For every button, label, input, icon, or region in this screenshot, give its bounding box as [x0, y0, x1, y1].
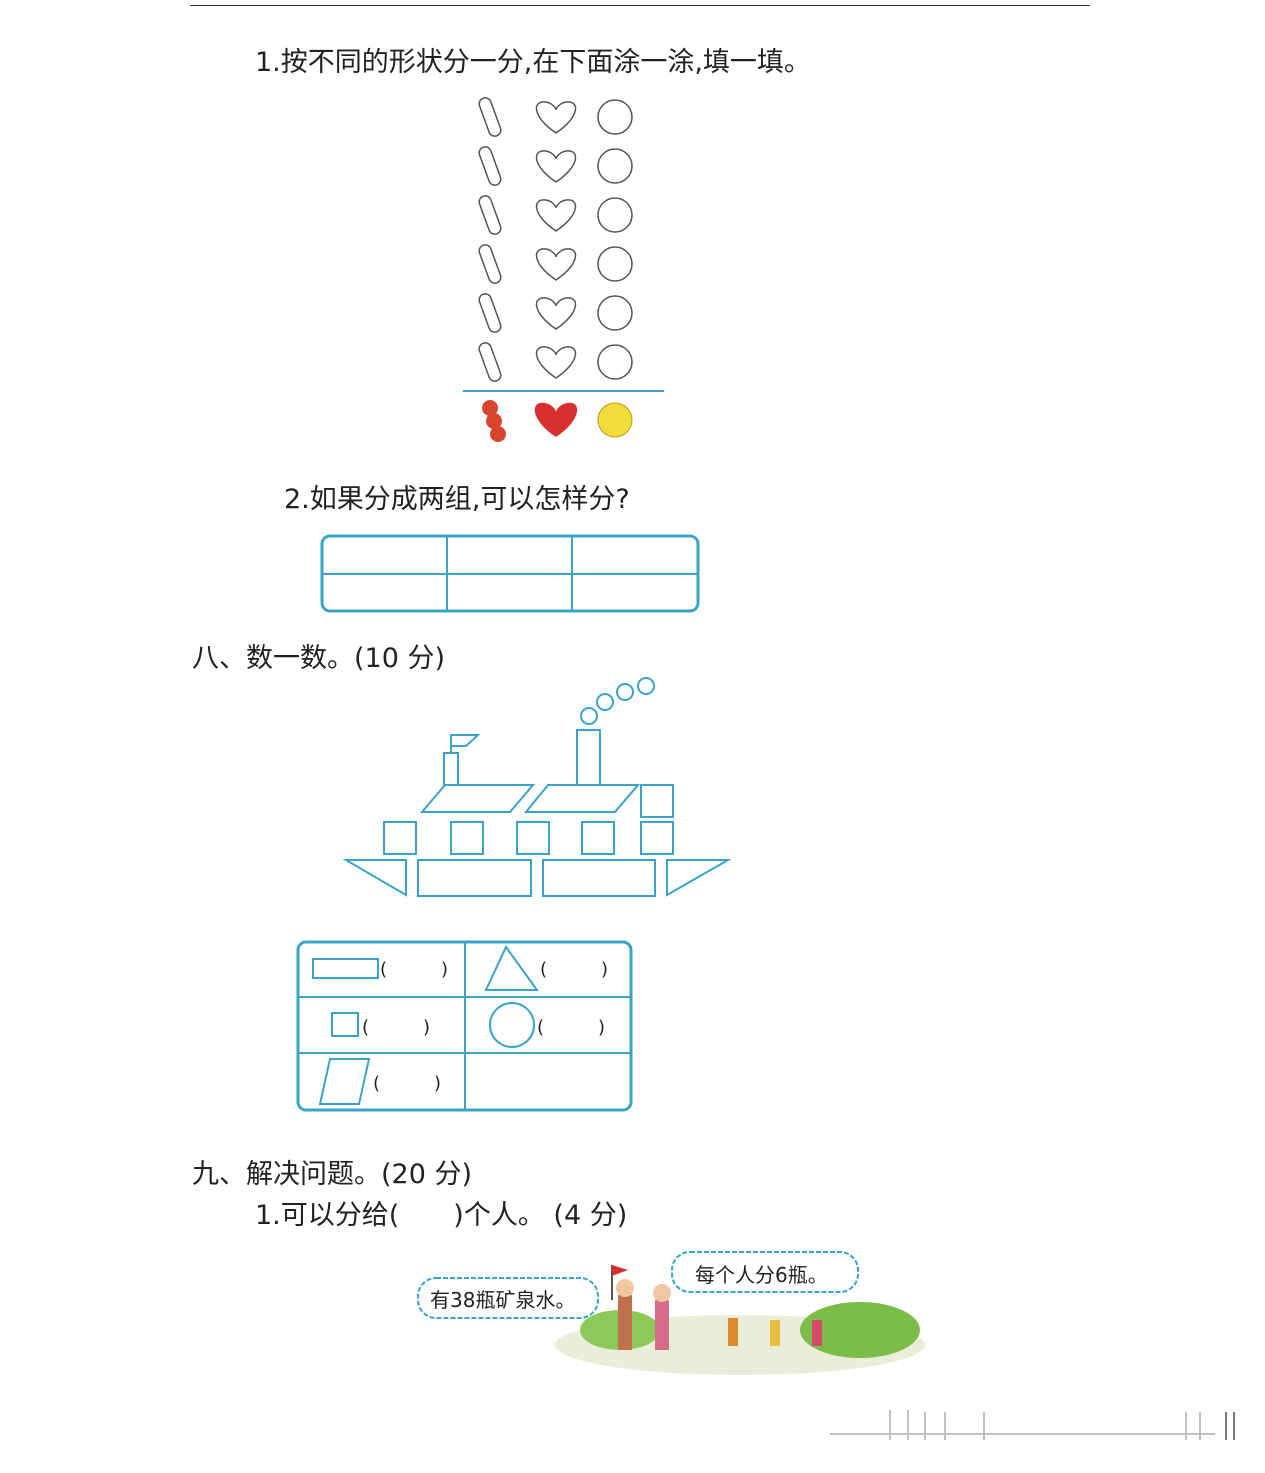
watermark: [830, 1410, 1235, 1440]
heart-outline-icon: [535, 297, 577, 330]
section-8-title: 八、数一数。(10 分): [192, 643, 446, 674]
section-9-question-1: 1.可以分给( )个人。 (4 分): [255, 1200, 628, 1231]
skewer-outline-icon: [478, 97, 502, 137]
answer-blank-triangle[interactable]: ( ): [540, 959, 609, 980]
heart-outline-icon: [535, 150, 577, 183]
circle-outline-icon: [597, 295, 633, 331]
top-rule: [190, 5, 1090, 6]
circle-outline-icon: [597, 197, 633, 233]
skewer-outline-icon: [478, 342, 502, 382]
answer-blank-circle[interactable]: ( ): [537, 1017, 606, 1038]
skewer-outline-icon: [478, 195, 502, 235]
heart-outline-icon: [535, 101, 577, 134]
shape-rows: [478, 97, 633, 382]
section-9-title: 九、解决问题。(20 分): [192, 1159, 473, 1190]
circle-outline-icon: [597, 344, 633, 380]
ball-icon: [597, 402, 633, 438]
grouping-table: [320, 534, 700, 613]
question-2-text: 2.如果分成两组,可以怎样分?: [284, 484, 630, 515]
answer-blank-rectangle[interactable]: ( ): [380, 959, 449, 980]
count-table: [296, 940, 633, 1112]
hiking-scene: [417, 1251, 925, 1375]
circle-outline-icon: [597, 99, 633, 135]
circle-outline-icon: [597, 148, 633, 184]
circle-outline-icon: [597, 246, 633, 282]
heart-outline-icon: [535, 248, 577, 281]
question-1-text: 1.按不同的形状分一分,在下面涂一涂,填一填。: [255, 47, 811, 78]
answer-blank-parallelogram[interactable]: ( ): [373, 1073, 442, 1094]
heart-icon: [534, 402, 578, 437]
skewer-outline-icon: [478, 244, 502, 284]
heart-outline-icon: [535, 346, 577, 379]
speech-bubble-left: 有38瓶矿泉水。: [430, 1288, 576, 1312]
answer-blank-square[interactable]: ( ): [362, 1017, 431, 1038]
skewer-icon: [482, 400, 506, 442]
heart-outline-icon: [535, 199, 577, 232]
skewer-outline-icon: [478, 146, 502, 186]
skewer-outline-icon: [478, 293, 502, 333]
speech-bubble-right: 每个人分6瓶。: [695, 1263, 828, 1287]
boat-figure: [342, 677, 732, 897]
